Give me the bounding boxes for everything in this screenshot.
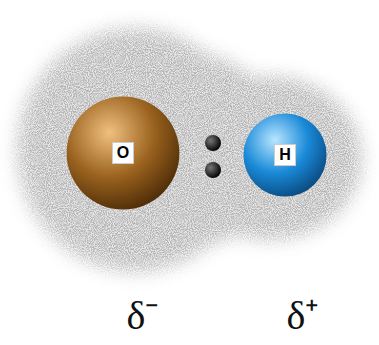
partial-charge: δ⁻: [127, 294, 160, 338]
hydrogen-atom: H: [243, 113, 327, 197]
electron-pair: [205, 135, 221, 178]
partial-charge: δ⁺: [287, 294, 320, 338]
atom-symbol: O: [112, 142, 134, 164]
oxygen-atom: O: [66, 96, 180, 210]
atom-symbol: H: [274, 144, 296, 166]
